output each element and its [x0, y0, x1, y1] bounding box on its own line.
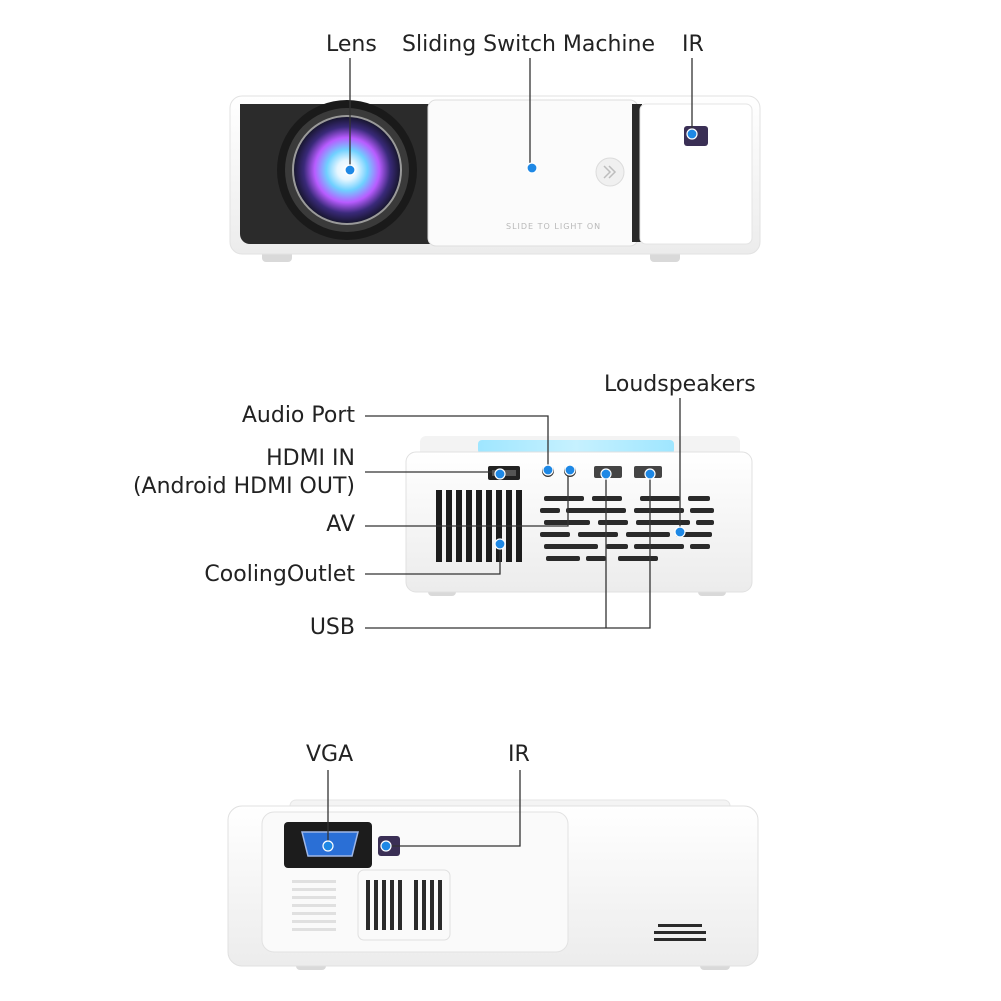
marker-usb-2	[644, 468, 656, 480]
marker-cooling	[494, 538, 506, 550]
label-loudspeakers: Loudspeakers	[604, 372, 756, 397]
marker-ir-front	[686, 128, 698, 140]
label-audio-port: Audio Port	[241, 403, 355, 428]
leader-lines	[327, 58, 693, 847]
label-hdmi-in: HDMI IN	[266, 446, 355, 471]
label-av: AV	[326, 512, 355, 537]
body-print: SLIDE TO LIGHT ON	[506, 222, 602, 231]
marker-av	[564, 464, 576, 476]
marker-usb-1	[600, 468, 612, 480]
marker-hdmi	[494, 468, 506, 480]
label-usb: USB	[309, 615, 355, 640]
label-vga: VGA	[306, 742, 354, 767]
label-ir-side: IR	[508, 742, 530, 767]
front-view	[229, 95, 761, 262]
label-cooling-outlet: CoolingOutlet	[204, 562, 355, 587]
marker-vga	[322, 840, 334, 852]
side-view	[227, 799, 759, 970]
label-ir-front: IR	[682, 32, 704, 57]
label-lens: Lens	[326, 32, 377, 57]
back-view	[405, 436, 753, 596]
marker-sliding	[526, 162, 538, 174]
callout-markers	[322, 128, 698, 852]
label-android-hdmi-out: (Android HDMI OUT)	[132, 474, 355, 499]
marker-lens	[344, 164, 356, 176]
label-sliding-switch: Sliding Switch Machine	[402, 32, 655, 57]
marker-ir-side	[380, 840, 392, 852]
speaker-grille	[540, 496, 714, 561]
marker-speakers	[674, 526, 686, 538]
marker-audio	[542, 464, 554, 476]
